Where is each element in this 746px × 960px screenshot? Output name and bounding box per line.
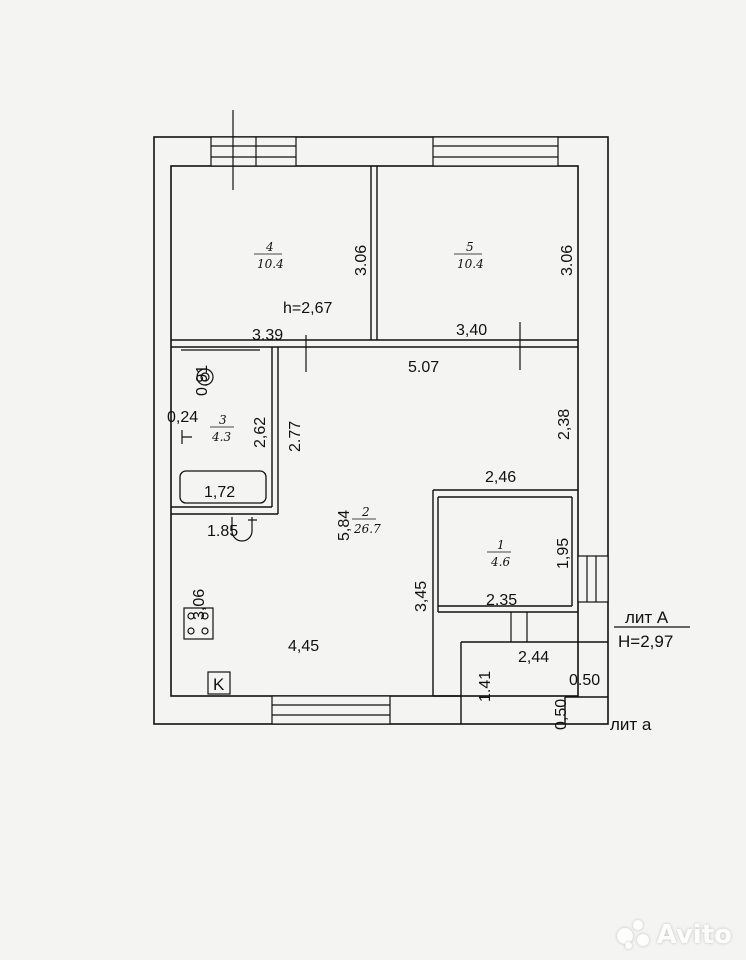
marks xyxy=(181,110,528,642)
dim-r2-345: 3,45 xyxy=(413,581,430,612)
dim-r3-262: 2,62 xyxy=(252,417,269,448)
room-1-area: 4.6 xyxy=(490,555,510,569)
dim-r1-195: 1,95 xyxy=(555,538,572,569)
dim-r2-445: 4,45 xyxy=(288,638,319,655)
room-3-area: 4.3 xyxy=(211,430,231,444)
room-4-area: 10.4 xyxy=(257,257,284,271)
room-1-number: 1 xyxy=(497,538,505,552)
room-2-area: 26.7 xyxy=(353,522,381,536)
dim-r5-height: 3.06 xyxy=(559,245,576,276)
dim-r3-185: 1.85 xyxy=(207,523,238,540)
total-height: Н=2,97 xyxy=(618,632,673,651)
room-5-area: 10.4 xyxy=(457,257,484,271)
bathtub xyxy=(179,470,267,504)
dim-corridor: 5.07 xyxy=(408,359,439,376)
kitchen-sink-icon xyxy=(231,517,257,542)
dim-ext-050a: 0.50 xyxy=(569,672,600,689)
avito-brand-text: Avito xyxy=(656,920,732,950)
inner-walls xyxy=(171,166,608,724)
toilet-icon xyxy=(196,368,214,386)
lit-a-lower: лит а xyxy=(610,715,652,734)
dim-r1-246: 2,46 xyxy=(485,469,516,486)
sink-icon xyxy=(181,430,192,444)
dim-r3-277: 2.77 xyxy=(287,421,304,452)
dim-r1-235: 2.35 xyxy=(486,592,517,609)
dim-r3-091: 0.91 xyxy=(194,365,211,396)
boiler-k-icon xyxy=(207,671,231,695)
room-2-number: 2 xyxy=(361,505,370,519)
lit-a-upper: лит А xyxy=(625,608,669,627)
room-labels: 4 10.4 5 10.4 3 4.3 2 26.7 1 4.6 xyxy=(210,240,511,569)
dim-r2-584: 5,84 xyxy=(336,510,353,541)
windows xyxy=(210,136,609,725)
dim-ext-244: 2,44 xyxy=(518,649,549,666)
room-3-number: 3 xyxy=(219,413,227,427)
dim-r2-238: 2,38 xyxy=(556,409,573,440)
boiler-letter: K xyxy=(213,675,225,694)
ceiling-height: h=2,67 xyxy=(283,300,332,317)
room-4-number: 4 xyxy=(265,240,274,254)
avito-watermark: Avito xyxy=(616,920,732,950)
room-5-number: 5 xyxy=(466,240,474,254)
dim-ext-050b: 0,50 xyxy=(553,699,570,730)
dim-ext-141: 1.41 xyxy=(477,671,494,702)
dim-r5-width: 3,40 xyxy=(456,322,487,339)
stove-icon xyxy=(183,607,214,640)
dimension-labels: 3.06 3.06 h=2,67 3.39 3,40 5.07 0.91 0,2… xyxy=(167,245,600,730)
dim-r4-width: 3.39 xyxy=(252,327,283,344)
dim-kitchen-306: 3,06 xyxy=(191,589,208,620)
dim-r3-024: 0,24 xyxy=(167,409,198,426)
dim-bath: 1,72 xyxy=(204,484,235,501)
avito-logo-icon xyxy=(616,920,651,950)
dim-r4-height: 3.06 xyxy=(353,245,370,276)
